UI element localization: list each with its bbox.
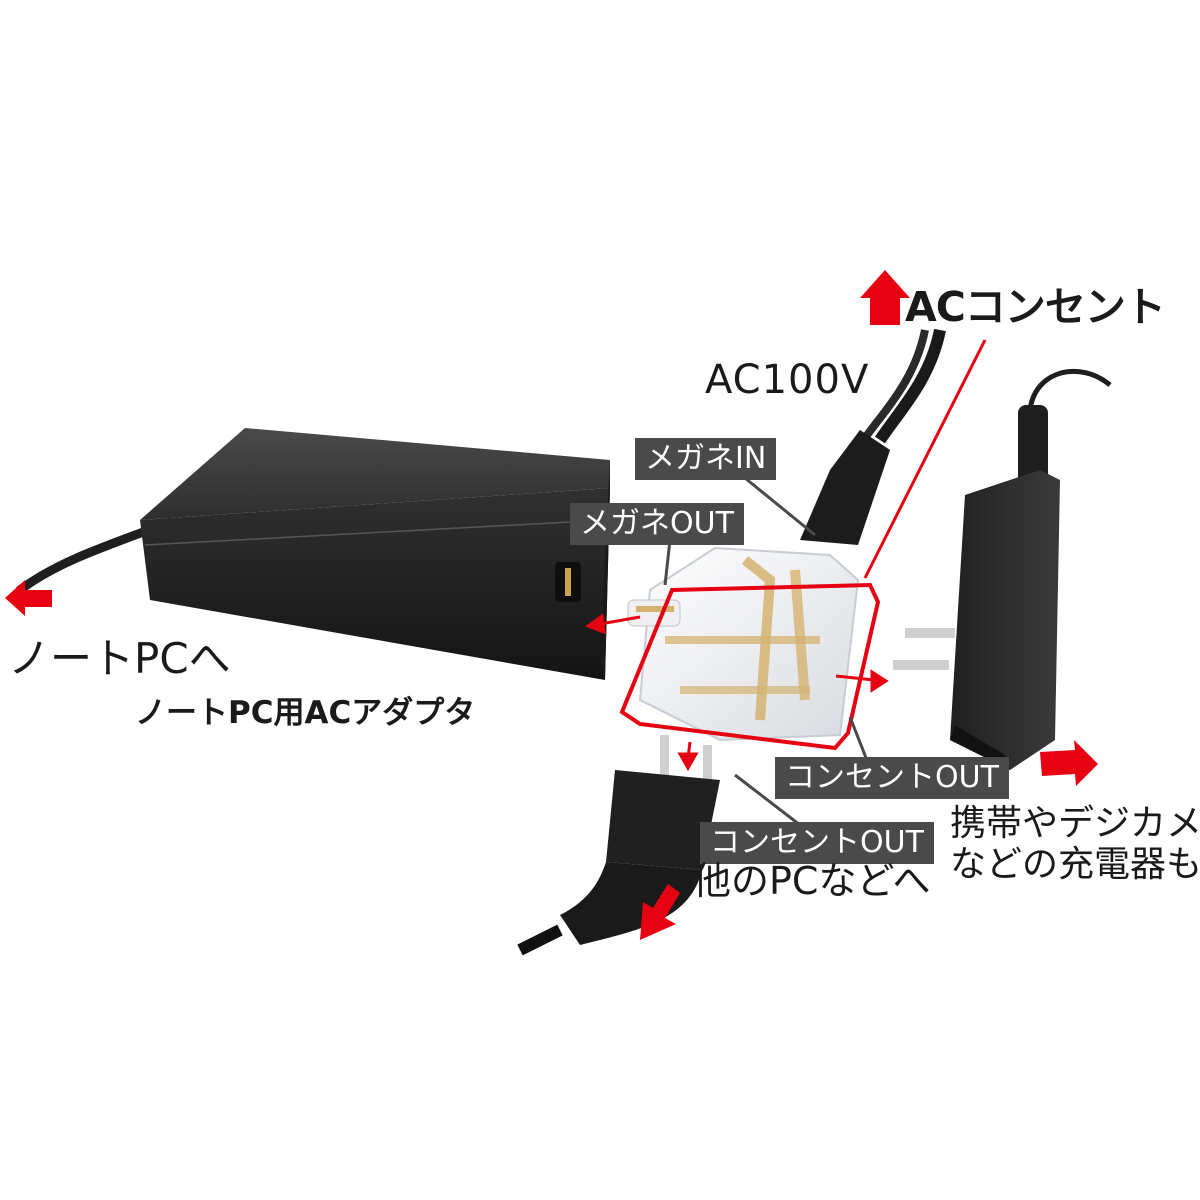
charger-label-line1: 携帯やデジカメ	[950, 803, 1200, 844]
red-arrow-icons	[5, 270, 1098, 940]
charger-label-line2: などの充電器も	[950, 844, 1200, 885]
outlet-out-right-tag: コンセントOUT	[775, 757, 1009, 799]
outlet-out-bottom-tag: コンセントOUT	[700, 822, 934, 864]
ac-power-cord	[800, 328, 946, 545]
hub-arrows	[584, 613, 889, 772]
clear-splitter-hub	[627, 546, 860, 742]
megane-in-tag: メガネIN	[635, 438, 777, 480]
red-guide-line	[863, 339, 987, 579]
to-note-pc-label: ノートPCへ	[8, 634, 231, 683]
phone-charger	[893, 368, 1112, 770]
laptop-ac-adapter	[15, 428, 610, 680]
megane-out-tag: メガネOUT	[570, 503, 744, 545]
to-other-pc-label: 他のPCなどへ	[693, 859, 931, 903]
ac100v-label: AC100V	[705, 357, 870, 403]
outlet-highlight-frame	[619, 582, 881, 751]
note-pc-adapter-label: ノートPC用ACアダプタ	[135, 695, 476, 731]
ac-outlet-label: ACコンセント	[905, 283, 1166, 331]
two-prong-plug	[517, 735, 720, 956]
